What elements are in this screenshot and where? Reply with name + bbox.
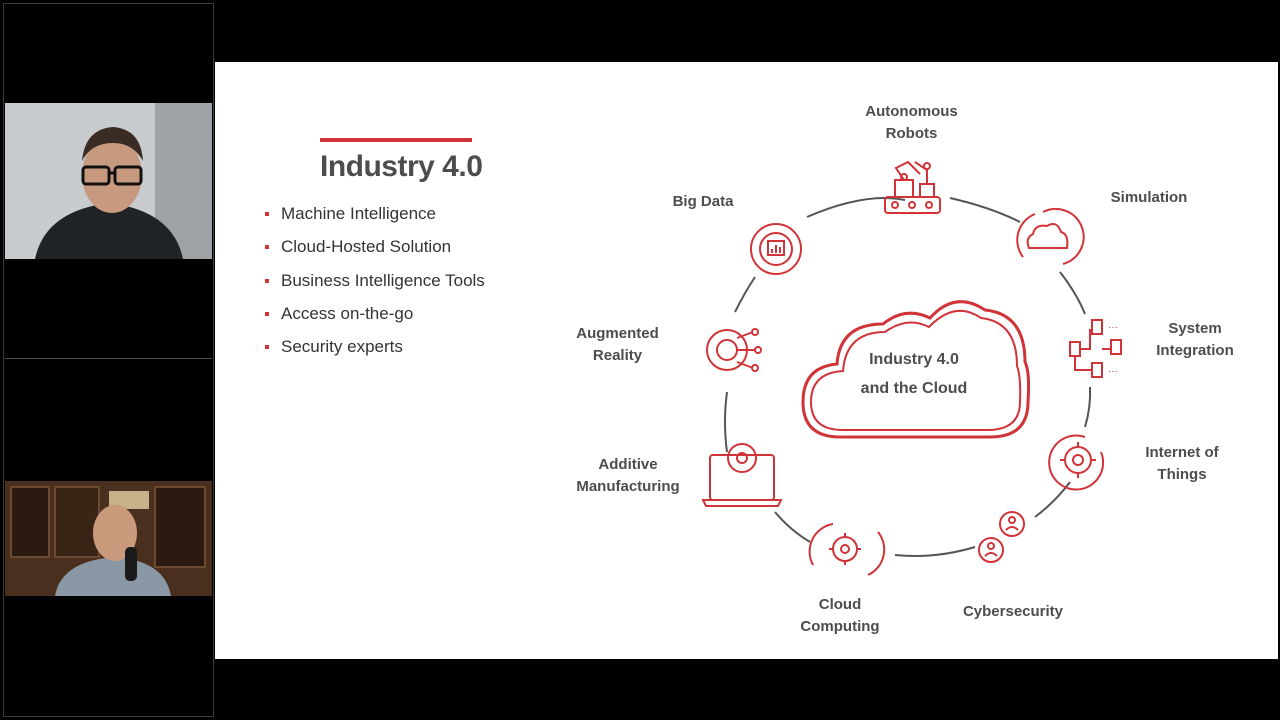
bullet-item: Access on-the-go [263,302,485,335]
center-cloud-icon [801,300,1031,439]
bullet-marker [265,245,269,250]
cybersecurity-gears-icon [978,511,1025,563]
node-label-augmented-reality: Augmented Reality [576,325,659,364]
participant-silhouette-1 [5,103,212,259]
bullet-item: Business Intelligence Tools [263,269,485,302]
presentation-slide: Industry 4.0 Machine Intelligence Cloud-… [215,62,1278,659]
augmented-reality-head-icon [706,328,762,372]
participant-video-2[interactable] [5,481,212,596]
center-title-line2: and the Cloud [861,380,968,397]
node-label-internet-of-things: Internet of Things [1145,444,1219,483]
bullet-marker [265,212,269,216]
node-label-cloud-computing: Cloud Computing [800,596,880,635]
laptop-gear-icon [701,443,783,507]
node-label-cybersecurity: Cybersecurity [962,603,1064,620]
participant-video-1[interactable] [5,103,212,259]
bullet-marker [265,311,269,316]
tile-divider [5,358,212,359]
robot-arm-icon [884,160,941,214]
node-label-big-data: Big Data [672,193,734,210]
participant-silhouette-2 [5,481,212,596]
system-integration-icon: ··· ··· [1069,319,1122,378]
bullet-marker [265,278,269,283]
node-label-simulation: Simulation [1110,189,1188,206]
svg-text:···: ··· [1108,366,1118,377]
node-label-system-integration: System Integration [1156,320,1234,359]
industry-diagram: Industry 4.0 and the Cloud ··· ··· [701,160,1122,576]
node-label-autonomous-robots: Autonomous Robots [865,103,958,142]
simulation-cloud-icon [1016,207,1085,265]
big-data-chart-icon [750,223,802,275]
title-accent-bar [320,138,472,142]
bullet-item: Security experts [263,335,485,368]
ring-connector [724,197,1092,557]
slide-title: Industry 4.0 [320,150,483,183]
bullet-marker [265,345,269,350]
bullet-item: Machine Intelligence [263,202,485,235]
svg-text:···: ··· [1108,322,1118,333]
bullet-item: Cloud-Hosted Solution [263,235,485,268]
iot-gear-icon [1048,434,1105,491]
center-title-line1: Industry 4.0 [869,351,959,368]
node-label-additive-manufacturing: Additive Manufacturing [576,456,680,495]
cloud-computing-gear-icon [808,523,886,576]
bullet-list: Machine Intelligence Cloud-Hosted Soluti… [263,202,485,368]
